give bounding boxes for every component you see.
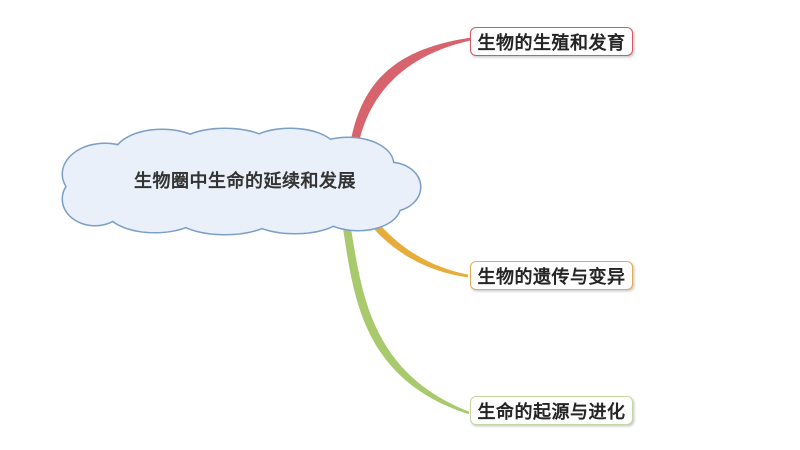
topic-box-reproduction-label: 生物的生殖和发育 (477, 32, 626, 53)
topic-box-origin-label: 生命的起源与进化 (477, 401, 626, 422)
branch-line-reproduction (349, 37, 470, 152)
cloud-fill[interactable] (63, 129, 420, 234)
branch-line-origin (341, 216, 469, 415)
central-topic-label[interactable]: 生物圈中生命的延续和发展 (134, 171, 356, 191)
topic-box-heredity[interactable]: 生物的遗传与变异 (470, 261, 633, 290)
topic-box-heredity-label: 生物的遗传与变异 (477, 266, 626, 287)
topic-box-reproduction[interactable]: 生物的生殖和发育 (470, 27, 633, 56)
topic-box-origin[interactable]: 生命的起源与进化 (470, 396, 633, 425)
